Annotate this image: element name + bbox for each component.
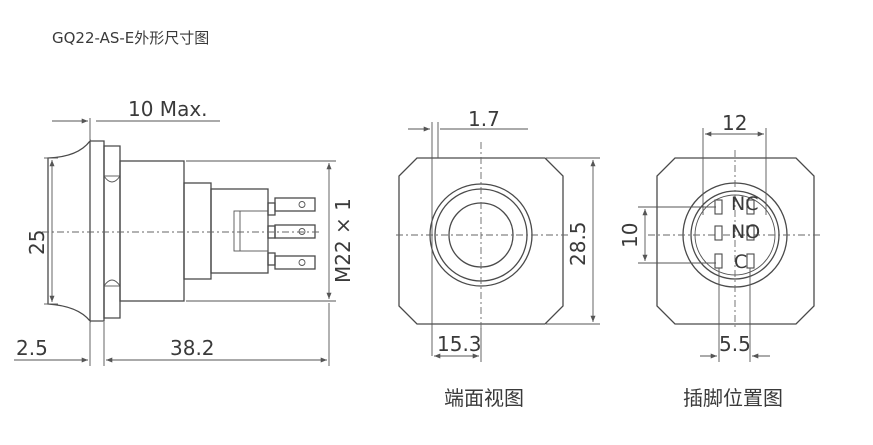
- dim-thread: M22 × 1: [331, 198, 355, 283]
- dim-flange: 2.5: [16, 336, 48, 360]
- flange-ring: [90, 140, 105, 322]
- switch-block: [210, 188, 269, 274]
- thread-body: [119, 160, 185, 302]
- terminal-pins: [714, 199, 755, 269]
- dim-offset: 1.7: [468, 107, 500, 131]
- dim-length: 38.2: [170, 336, 215, 360]
- pin-label-no: NO: [731, 221, 760, 243]
- dim-width: 15.3: [437, 332, 482, 356]
- pin-view: NC NO C 12 10 5.5 插脚位置图: [618, 111, 822, 410]
- end-view-caption: 端面视图: [444, 386, 524, 410]
- dim-bottom: 5.5: [719, 332, 751, 356]
- dim-top: 12: [722, 111, 747, 135]
- pin-label-nc: NC: [731, 193, 758, 215]
- pin-view-caption: 插脚位置图: [683, 386, 783, 410]
- hex-nut: [103, 145, 121, 319]
- side-view: 10 Max. 25 M22 × 1 2.5 38.2: [14, 97, 355, 366]
- drawing-title: GQ22-AS-E外形尺寸图: [52, 29, 209, 47]
- square-bezel: [398, 157, 564, 325]
- dim-height: 28.5: [566, 221, 590, 266]
- pin-label-c: C: [734, 251, 747, 273]
- dim-max-width: 10 Max.: [128, 97, 208, 121]
- button-cap: [47, 139, 91, 323]
- dim-left: 10: [618, 223, 642, 248]
- square-housing: [656, 157, 815, 325]
- dim-diameter: 25: [25, 230, 49, 255]
- end-view: 1.7 28.5 15.3 端面视图: [396, 107, 600, 410]
- rear-collar: [183, 182, 212, 280]
- terminal-pins: [274, 197, 316, 270]
